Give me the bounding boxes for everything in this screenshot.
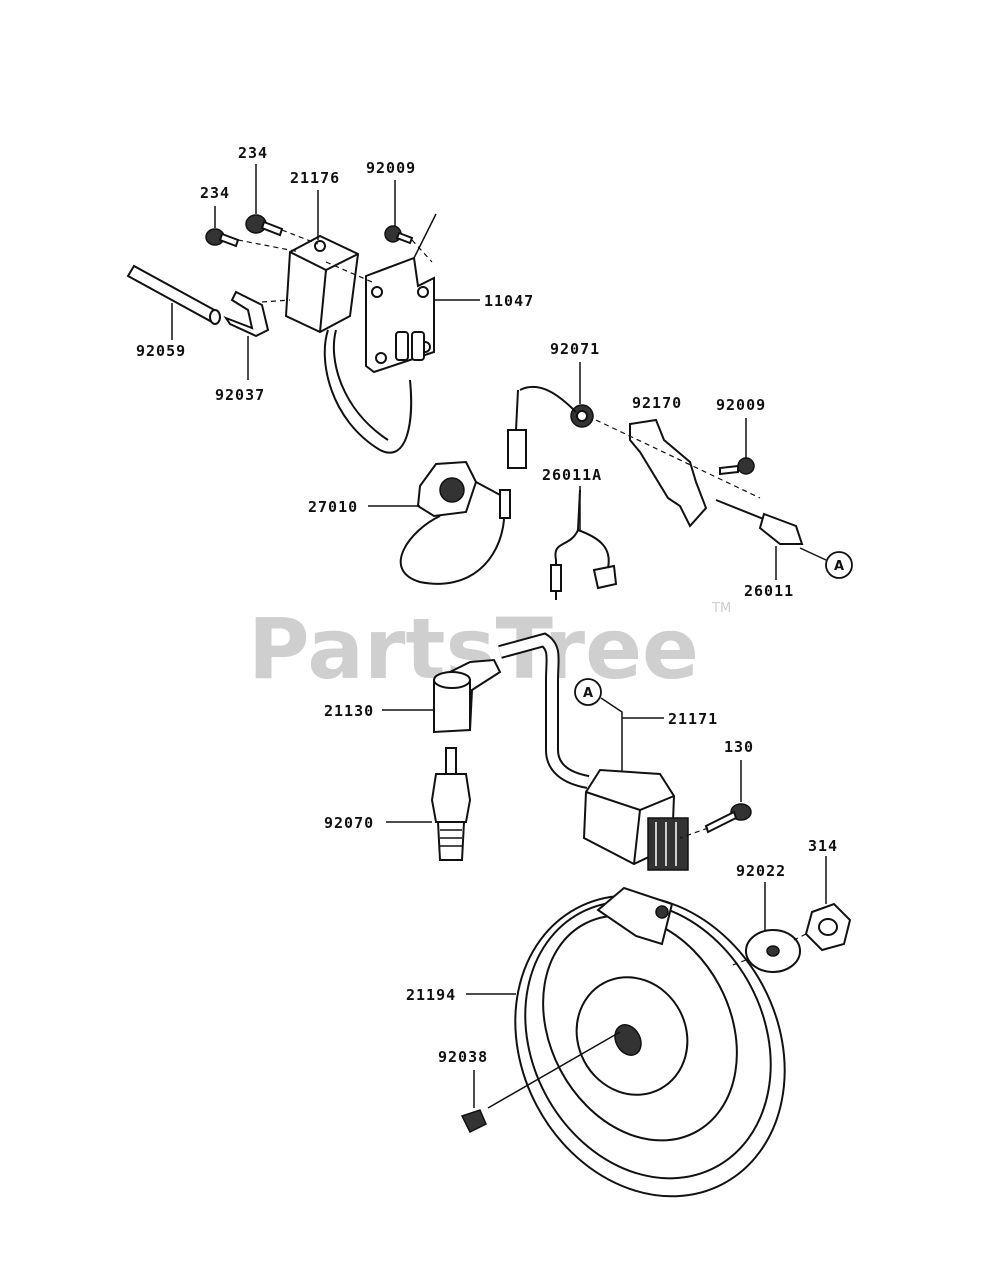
label-27010: 27010: [308, 498, 358, 516]
label-92038: 92038: [438, 1048, 488, 1066]
label-92009-right: 92009: [716, 396, 766, 414]
part-92037-clip[interactable]: [223, 290, 270, 338]
leader-a-right: [799, 547, 827, 561]
reference-marker-a-right: A: [825, 551, 853, 579]
part-21194-flywheel[interactable]: [464, 848, 837, 1244]
part-92059-tube[interactable]: [126, 264, 221, 325]
label-92059: 92059: [136, 342, 186, 360]
part-234-screw-top[interactable]: [245, 214, 284, 237]
part-130-bolt[interactable]: [704, 803, 752, 834]
part-27010-switch[interactable]: [399, 460, 511, 585]
wire-21176: [323, 329, 413, 454]
reference-marker-a-coil: A: [574, 678, 602, 706]
part-21176-module[interactable]: [284, 234, 360, 334]
part-92009-bolt-right[interactable]: [719, 457, 755, 476]
leader-lines: [171, 164, 827, 1109]
label-130: 130: [724, 738, 754, 756]
label-11047: 11047: [484, 292, 534, 310]
part-26011A-wire[interactable]: [507, 385, 618, 600]
label-92009-top: 92009: [366, 159, 416, 177]
wire-connectors: [395, 331, 425, 361]
label-92170: 92170: [632, 394, 682, 412]
label-21130: 21130: [324, 702, 374, 720]
part-92009-bolt-top[interactable]: [384, 225, 414, 245]
part-21130-plug-cap[interactable]: [433, 658, 502, 734]
part-92170-plate[interactable]: [595, 418, 761, 528]
label-234-top: 234: [238, 144, 268, 162]
label-26011: 26011: [744, 582, 794, 600]
label-21176: 21176: [290, 169, 340, 187]
part-26011-terminal[interactable]: [715, 499, 804, 545]
svg-text:A: A: [834, 559, 844, 574]
part-234-screw-left[interactable]: [205, 228, 240, 248]
assembly-lines: [237, 229, 807, 967]
watermark-trademark: TM: [711, 601, 731, 616]
part-92038-key[interactable]: [460, 1109, 487, 1134]
label-234-left: 234: [200, 184, 230, 202]
label-21171: 21171: [668, 710, 718, 728]
svg-text:A: A: [583, 686, 593, 701]
label-21194: 21194: [406, 986, 456, 1004]
part-21171-coil[interactable]: [582, 768, 689, 871]
label-92071: 92071: [550, 340, 600, 358]
label-92022: 92022: [736, 862, 786, 880]
part-labels: 234 234 21176 92009 11047 92059 92037 92…: [136, 144, 838, 1066]
label-314: 314: [808, 837, 838, 855]
part-92070-spark-plug[interactable]: [430, 747, 472, 861]
wire-ht-cable-inner: [498, 634, 590, 787]
label-92070: 92070: [324, 814, 374, 832]
part-92071-grommet[interactable]: [570, 404, 594, 428]
wire-21176-b: [332, 329, 389, 441]
leader-a-coil: [600, 697, 623, 772]
label-92037: 92037: [215, 386, 265, 404]
part-92022-washer[interactable]: [745, 929, 801, 973]
label-26011A: 26011A: [542, 466, 602, 484]
part-314-nut[interactable]: [804, 902, 852, 952]
